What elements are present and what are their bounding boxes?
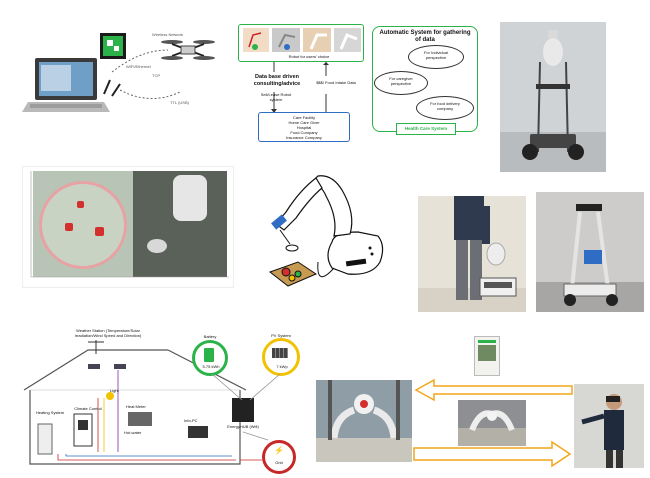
food-delivery-label: For food delivery company xyxy=(430,101,460,111)
plot-axes xyxy=(30,171,229,278)
battery-value: 5.75 kWh xyxy=(202,364,220,369)
weather-station-label: Weather Station (Temperature/Solar Irrad… xyxy=(74,328,142,338)
vr-user-photo xyxy=(574,384,644,468)
room-label-light: Light xyxy=(110,388,119,393)
dual-arm-robot-drawing xyxy=(316,380,412,462)
food-intake-label: $$$/ Food Intake Data xyxy=(316,80,356,85)
person-with-robot-photo xyxy=(418,196,526,312)
wifi-label: WIFI/Ethernet xyxy=(126,64,151,69)
battery-label: Battery xyxy=(203,334,217,339)
solar-panel-icon xyxy=(272,348,288,358)
energy-house-diagram: Weather Station (Temperature/Solar Irrad… xyxy=(18,328,318,468)
house-outline xyxy=(23,340,262,465)
laptop-drone-illustration xyxy=(22,33,215,112)
booklet-header xyxy=(478,340,496,343)
robot-choice-box: Robot for users' choice xyxy=(238,24,364,62)
room-label-climate: Climate Control xyxy=(74,406,102,411)
stakeholder-insurance-company: Insurance Company xyxy=(286,135,322,140)
mobile-robot-photo-middle xyxy=(536,192,644,312)
gripper-body xyxy=(173,175,207,221)
automatic-system-diagram: Automatic System for gathering of data F… xyxy=(372,26,478,138)
battery-icon xyxy=(204,348,214,362)
energy-hub-box xyxy=(232,398,254,422)
robot-choice-label: Robot for users' choice xyxy=(288,54,330,59)
caregiver-ellipse xyxy=(374,71,428,95)
consulting-arrows xyxy=(271,62,329,113)
automatic-system-title: Automatic System for gathering of data xyxy=(379,30,471,43)
stakeholder-care-facility: Care Facility xyxy=(292,115,316,120)
grid-circle xyxy=(262,440,296,474)
dual-arm-robot-photo xyxy=(316,380,412,462)
consulting-diagram: Robot for users' choice Data base driven… xyxy=(238,24,364,142)
health-care-label: Health Care System xyxy=(404,126,448,131)
booklet-thumbnail xyxy=(474,336,500,376)
person-drawing xyxy=(418,196,526,312)
grid-label: Grid xyxy=(275,460,283,465)
mobile-robot-photo-top xyxy=(500,22,606,172)
petri-dish-ring xyxy=(39,181,127,269)
pv-label: PV System xyxy=(271,333,291,338)
robot-closeup-drawing xyxy=(458,410,526,446)
food-delivery-ellipse xyxy=(416,96,474,120)
mobile-robot-drawing xyxy=(500,30,606,172)
energy-hub-label: EnergyHUB (Wifi) xyxy=(227,424,259,429)
stakeholder-home-care-giver: Home Care Giver xyxy=(288,120,320,125)
sell-lease-label: Sell/Lease Robot system xyxy=(260,92,292,102)
room-label-heating: Heating System xyxy=(35,410,65,415)
petri-dish-plot xyxy=(22,166,234,288)
room-label-info-pc: Info-PC xyxy=(184,418,198,423)
mobile-robot-middle-drawing xyxy=(536,204,644,312)
robot-arm-line-art xyxy=(268,175,384,287)
caregiver-label: For caregiver perspective xyxy=(389,76,413,86)
stakeholders-box: Care Facility Home Care Giver Hospital F… xyxy=(258,112,350,142)
teleoperation-arrows xyxy=(413,378,573,468)
pv-value: 7 kWp xyxy=(276,364,288,369)
room-label-heat-meter: Heat Meter xyxy=(126,404,146,409)
food-item-2 xyxy=(65,223,73,231)
robot-arms-sketch xyxy=(248,32,358,50)
stakeholder-food-company: Food Company xyxy=(290,130,318,135)
robot-closeup-photo xyxy=(458,400,526,446)
room-label-hot-water: Hot-water xyxy=(124,430,142,435)
individual-ellipse xyxy=(408,45,464,69)
individual-label: For Individual perspective xyxy=(423,50,448,60)
food-item-3 xyxy=(95,227,104,236)
wireless-network-label: Wireless Network xyxy=(152,32,184,37)
robot-thumbnail-3 xyxy=(303,28,331,52)
consulting-heading: Data base driven consulting/advice xyxy=(253,74,301,87)
vr-user-drawing xyxy=(574,384,644,468)
stakeholder-hospital: Hospital xyxy=(296,125,312,130)
tcp-label: TCP xyxy=(152,73,160,78)
gripper-spoon xyxy=(147,239,167,253)
energy-connections xyxy=(212,374,281,441)
robot-arm-sketch xyxy=(262,164,394,300)
pylon-icon: ⚡ xyxy=(274,446,284,455)
health-care-box xyxy=(396,123,456,135)
laptop-drone-panel: Wireless Network WIFI/Ethernet TCP TTL (… xyxy=(20,20,220,130)
food-item-1 xyxy=(77,201,84,208)
booklet-image xyxy=(478,345,496,361)
ttl-label: TTL (USB) xyxy=(170,100,189,105)
